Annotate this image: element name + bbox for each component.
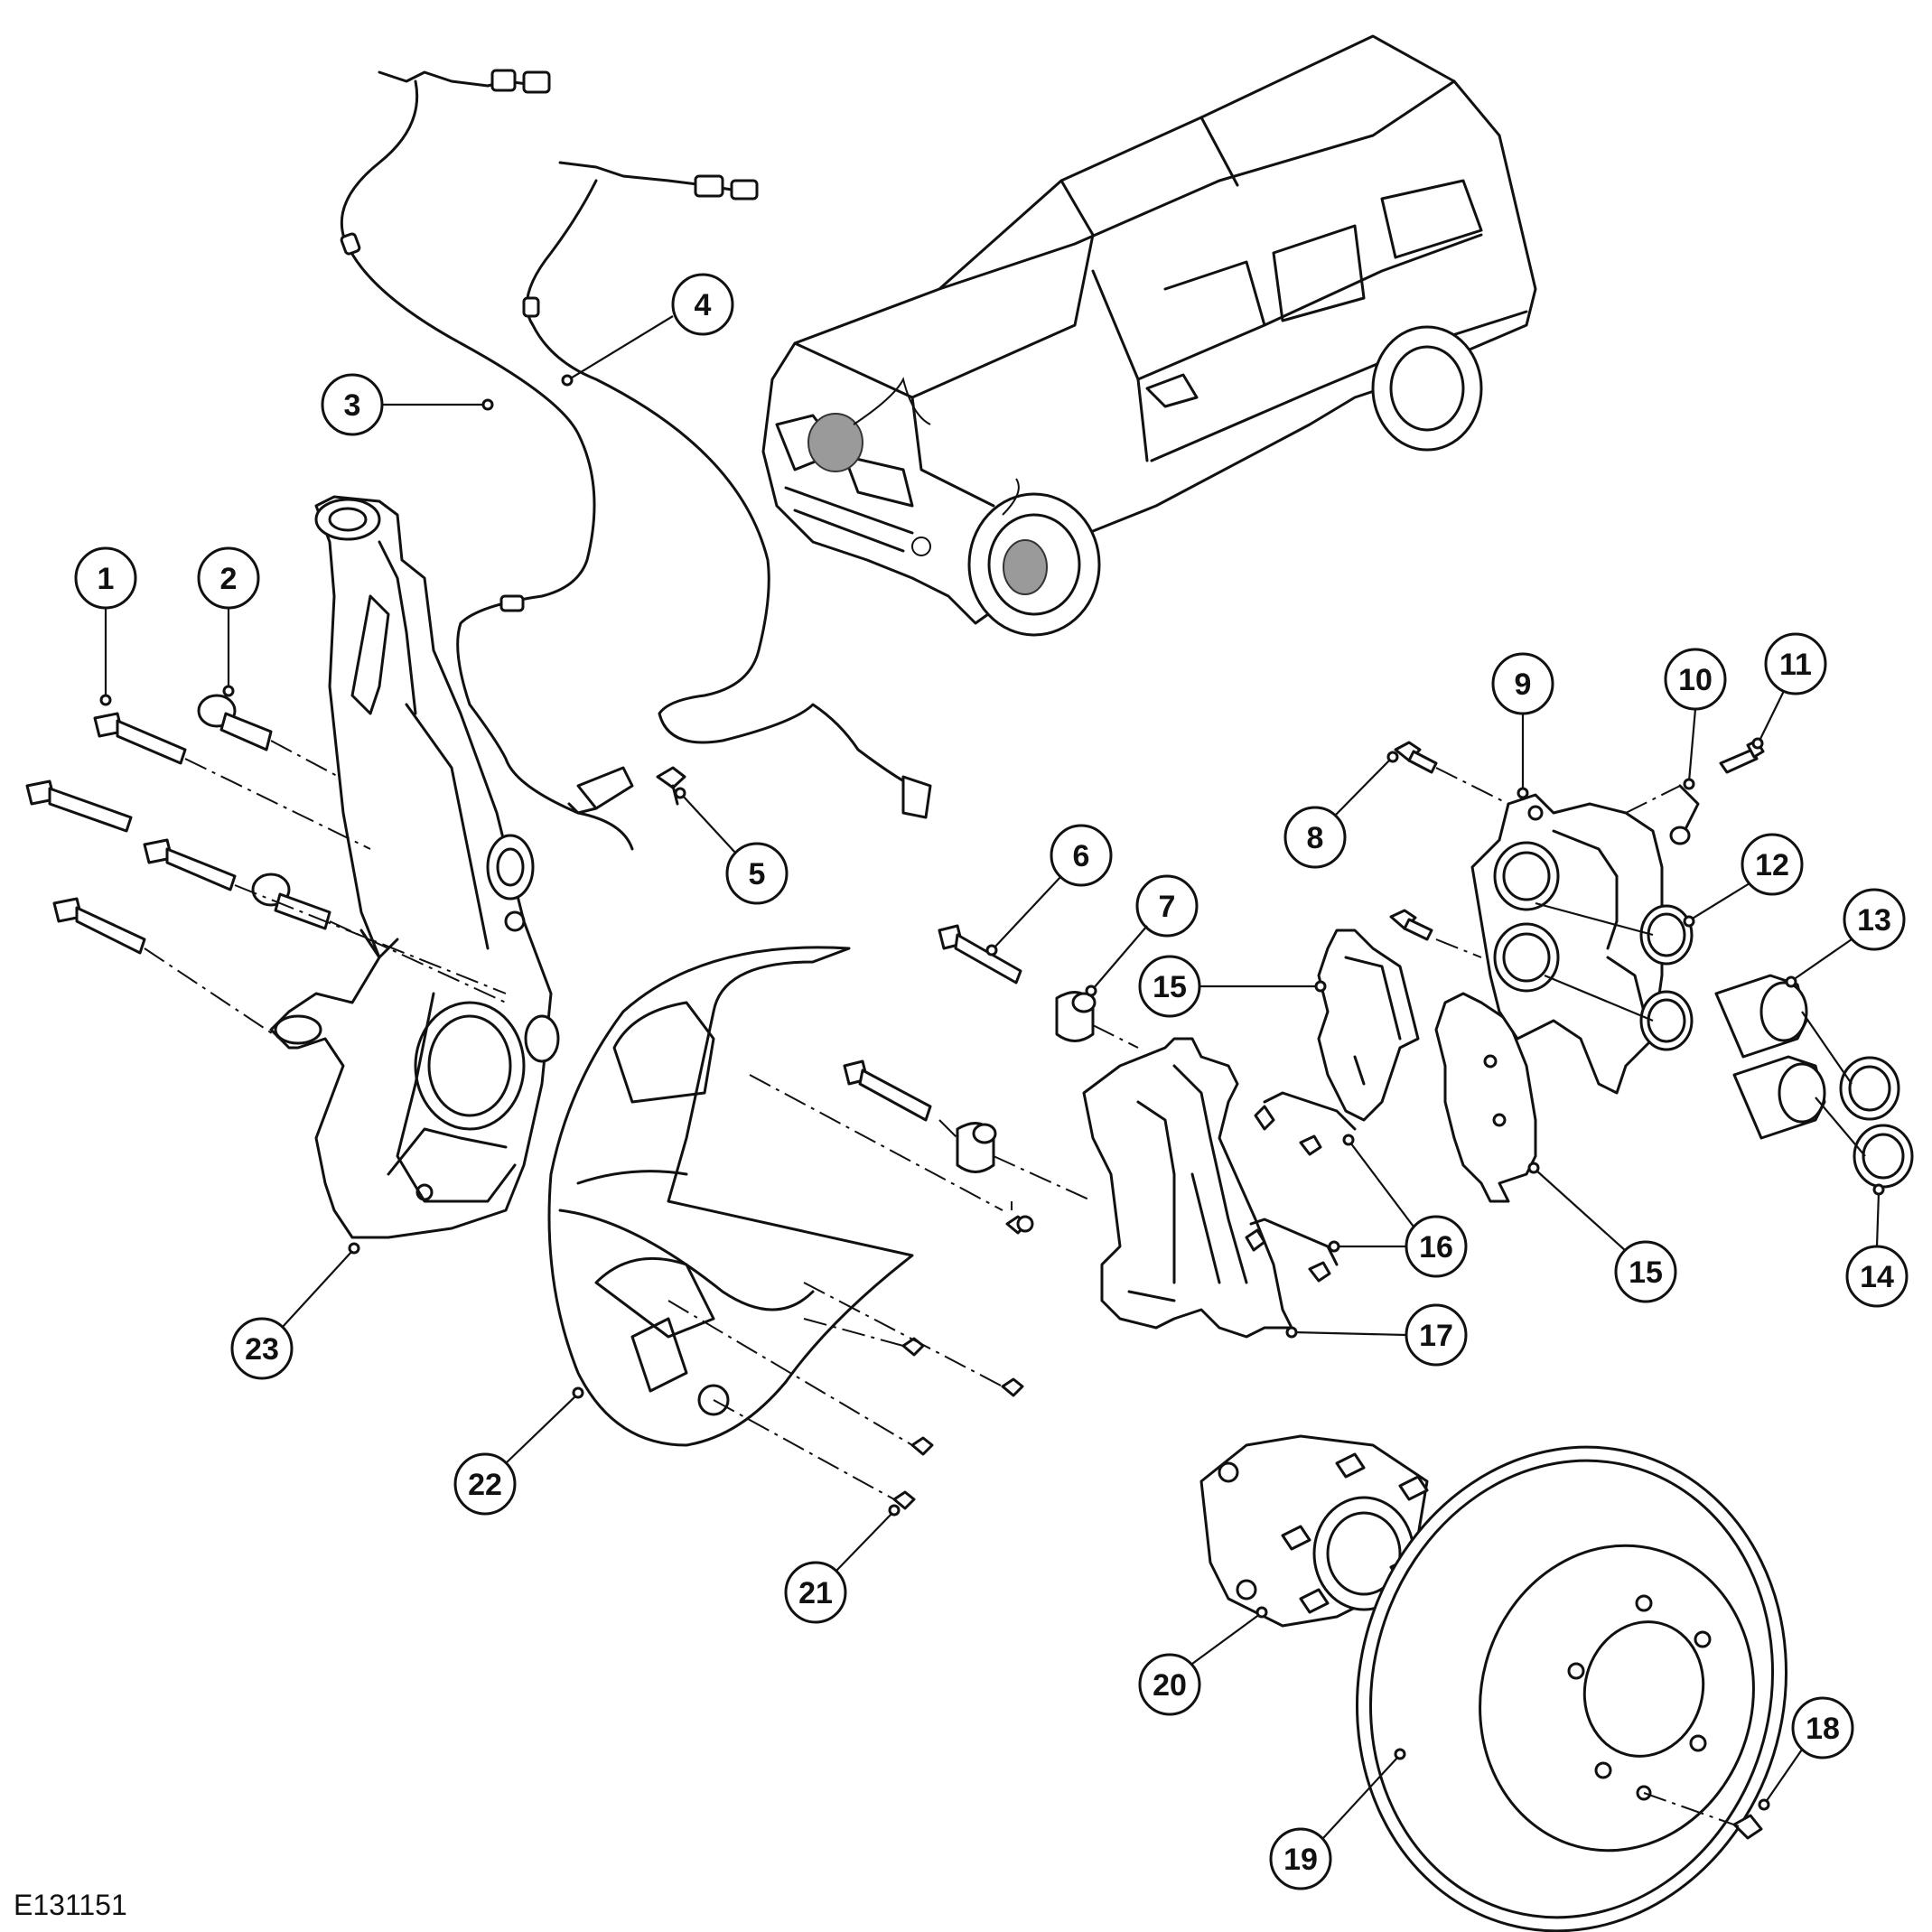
caliper-carrier-17 [1082, 1037, 1293, 1339]
piston-seal-12-upper [1639, 904, 1694, 966]
part-callouts: 1 2 3 4 5 6 7 8 [74, 273, 1909, 1890]
bleed-cap-10 [1669, 784, 1700, 845]
callout-16[interactable]: 16 [1328, 1134, 1468, 1278]
svg-text:8: 8 [1307, 821, 1324, 855]
callout-8[interactable]: 8 [1283, 751, 1399, 869]
callout-15-lower[interactable]: 15 [1527, 1162, 1677, 1303]
callout-22[interactable]: 22 [453, 1386, 584, 1516]
svg-text:18: 18 [1806, 1712, 1840, 1746]
callout-12[interactable]: 12 [1683, 833, 1804, 928]
abs-sensor-harness-4 [522, 161, 932, 819]
caliper-bolt-8 [1394, 741, 1438, 774]
svg-text:2: 2 [220, 562, 238, 596]
pad-spring-16-upper [1254, 1091, 1357, 1156]
bolt-2 [197, 694, 273, 751]
caliper-piston-13-upper [1714, 974, 1808, 1059]
svg-text:21: 21 [798, 1576, 833, 1610]
callout-20[interactable]: 20 [1138, 1606, 1268, 1716]
guide-bush-7 [1055, 991, 1097, 1042]
brake-pad-15-upper [1317, 929, 1420, 1122]
figure-code: E131151 [14, 1889, 127, 1921]
callout-9[interactable]: 9 [1491, 652, 1554, 799]
svg-text:11: 11 [1779, 648, 1812, 682]
callout-11[interactable]: 11 [1751, 632, 1827, 750]
callout-6[interactable]: 6 [985, 824, 1113, 957]
callout-17[interactable]: 17 [1285, 1303, 1468, 1367]
svg-text:9: 9 [1515, 667, 1532, 702]
disc-retaining-screw-18 [1732, 1814, 1763, 1840]
svg-text:7: 7 [1159, 890, 1176, 924]
svg-text:17: 17 [1419, 1319, 1453, 1353]
svg-text:5: 5 [749, 857, 766, 891]
callout-4[interactable]: 4 [561, 273, 734, 387]
svg-text:16: 16 [1419, 1230, 1453, 1265]
bolt-1 [93, 712, 187, 765]
callout-14[interactable]: 14 [1845, 1183, 1909, 1308]
abs-sensor-harness-3 [340, 69, 634, 851]
caliper-piston-13-lower [1732, 1055, 1826, 1140]
svg-text:13: 13 [1857, 903, 1891, 938]
pad-spring-16-lower [1245, 1218, 1339, 1283]
svg-text:15: 15 [1629, 1255, 1663, 1290]
callout-13[interactable]: 13 [1785, 888, 1906, 988]
callout-15-upper[interactable]: 15 [1138, 955, 1327, 1018]
dust-boot-14-upper [1839, 1056, 1900, 1121]
svg-text:12: 12 [1755, 848, 1789, 882]
bolt-extra-b [143, 838, 237, 891]
svg-text:3: 3 [344, 388, 361, 423]
bolt-extra-c [251, 873, 331, 930]
svg-text:23: 23 [245, 1332, 279, 1367]
knuckle-bolts [25, 694, 507, 1040]
callout-23[interactable]: 23 [230, 1242, 360, 1380]
svg-text:19: 19 [1283, 1843, 1318, 1877]
brake-disc-19 [1355, 1445, 1788, 1932]
svg-text:15: 15 [1153, 970, 1187, 1004]
callout-1[interactable]: 1 [74, 546, 137, 706]
svg-text:22: 22 [468, 1468, 502, 1502]
piston-seal-12-lower [1639, 990, 1694, 1051]
shield-bolts-21 [667, 1074, 1029, 1510]
svg-text:1: 1 [98, 562, 115, 596]
guide-bolt-lower [843, 1059, 932, 1122]
svg-text:4: 4 [695, 288, 712, 322]
brake-dust-shield-22 [547, 946, 914, 1447]
callout-5[interactable]: 5 [674, 787, 789, 905]
steering-knuckle-23 [269, 495, 560, 1239]
bolt-extra-d [52, 897, 146, 955]
callout-3[interactable]: 3 [321, 373, 494, 436]
svg-text:6: 6 [1073, 839, 1090, 873]
dust-boot-14-lower [1853, 1124, 1914, 1189]
callout-7[interactable]: 7 [1085, 874, 1199, 997]
callout-21[interactable]: 21 [784, 1504, 901, 1624]
callout-19[interactable]: 19 [1269, 1748, 1406, 1890]
caliper-bolt-lower [1389, 909, 1433, 941]
guide-bolt-6 [938, 924, 1022, 985]
svg-text:14: 14 [1860, 1260, 1894, 1294]
callout-10[interactable]: 10 [1664, 648, 1727, 790]
svg-text:10: 10 [1678, 663, 1713, 697]
vehicle-illustration [761, 34, 1537, 637]
svg-text:20: 20 [1153, 1668, 1187, 1703]
bolt-extra-a [25, 779, 133, 833]
brake-caliper-housing-9 [1470, 793, 1664, 1095]
guide-bush-lower [956, 1122, 997, 1173]
callout-2[interactable]: 2 [197, 546, 260, 697]
callout-18[interactable]: 18 [1758, 1696, 1854, 1811]
